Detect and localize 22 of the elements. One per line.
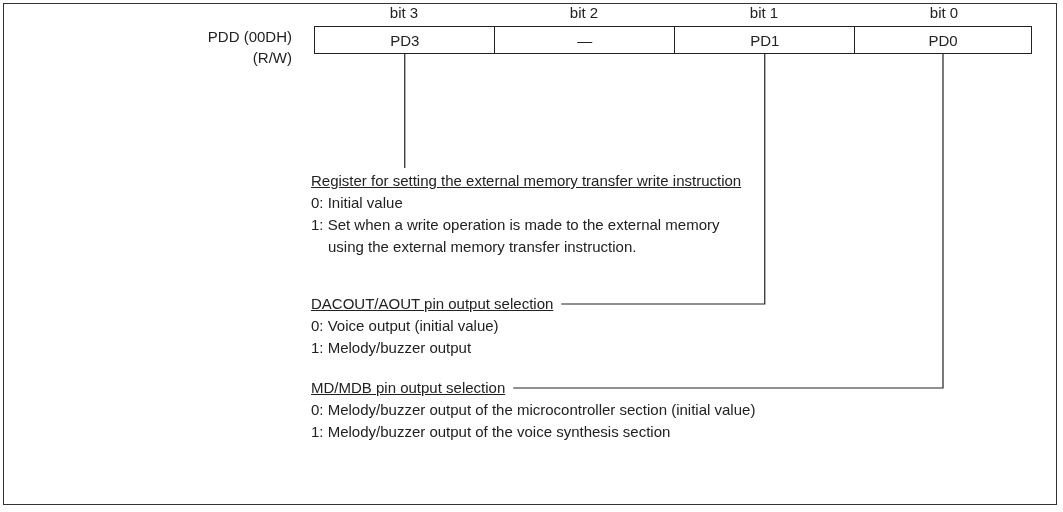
leader-line: [404, 53, 406, 169]
field-heading: DACOUT/AOUT pin output selection: [311, 294, 554, 314]
register-name: PDD (00DH): [206, 28, 292, 45]
value-description: 0: Melody/buzzer output of the microcontroller section (initial value): [311, 400, 757, 420]
register-bit-cell: —: [494, 26, 676, 54]
value-description: 1: Set when a write operation is made to the external memory using the external memory transfer instruction.: [311, 215, 721, 257]
access-label: (R/W): [251, 49, 292, 66]
bit-label: bit 0: [928, 4, 960, 21]
leader-line: [512, 53, 944, 389]
value-description: 0: Voice output (initial value): [311, 316, 500, 336]
value-description: 1: Melody/buzzer output: [311, 338, 473, 358]
value-description: 1: Melody/buzzer output of the voice synthesis section: [311, 422, 672, 442]
value-description: 0: Initial value: [311, 193, 404, 213]
register-bit-cell: PD0: [854, 26, 1032, 54]
leader-line: [560, 53, 766, 305]
register-bit-cell: PD1: [674, 26, 856, 54]
bit-label: bit 1: [748, 4, 780, 21]
bit-label: bit 3: [388, 4, 420, 21]
field-heading: MD/MDB pin output selection: [311, 378, 506, 398]
register-bit-cell: PD3: [314, 26, 496, 54]
bit-label: bit 2: [568, 4, 600, 21]
field-heading: Register for setting the external memory transfer write instruction: [311, 171, 742, 191]
